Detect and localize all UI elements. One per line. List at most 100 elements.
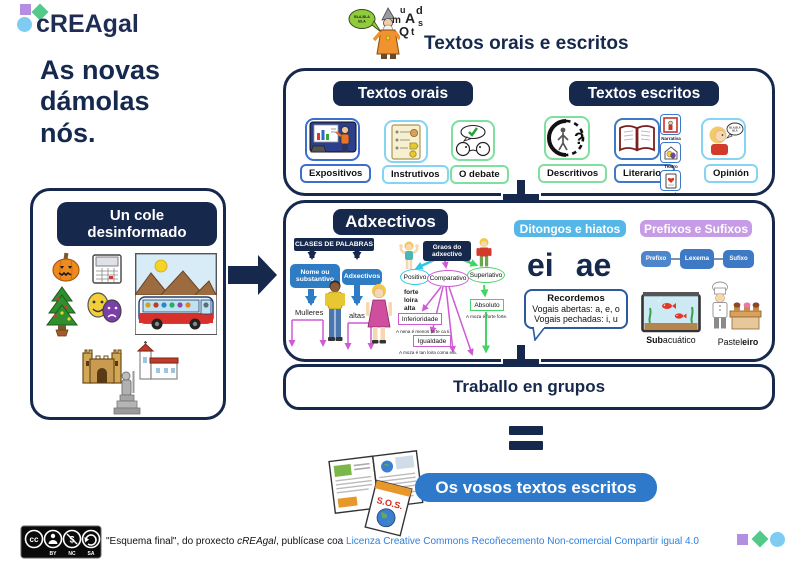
svg-text:cc: cc: [30, 535, 39, 544]
church-icon: [136, 341, 179, 380]
igualdade-box: Igualdade: [413, 335, 451, 347]
poesia-label: Poesía: [663, 192, 679, 197]
hiato-exemplo: ae: [575, 247, 612, 283]
floating-letter: u: [400, 5, 406, 15]
positivo-example: forte: [404, 289, 419, 296]
inferioridade-box: Inferioridade: [398, 313, 442, 325]
poesia-mini-card: [660, 170, 681, 191]
cc-nc-label: NC: [68, 551, 76, 557]
clases-title: CLASES DE PALABRAS: [294, 238, 374, 251]
presentation-icon: [309, 121, 356, 153]
recordemos-title: Recordemos: [547, 293, 605, 304]
literarios-card: [614, 118, 660, 160]
footer-square-icon: [737, 534, 748, 545]
clases-example-mulleres: Mulleres: [295, 308, 324, 317]
license-quote: "Esquema final", do proxecto: [106, 536, 238, 547]
igualdade-frase: A moza é tan loira coma ela.: [399, 350, 457, 355]
opinion-card: BLA,BLA BLA: [701, 118, 746, 160]
ditongo-exemplo: ei: [527, 247, 554, 283]
textos-escritos-header: Textos escritos: [569, 81, 719, 106]
pasteleiro-label: Pasteleiro: [710, 337, 766, 347]
absoluto-frase: A moza é forte forte.: [466, 314, 508, 319]
traballo-box: Traballo en grupos: [283, 364, 775, 410]
muscle-woman-icon: [399, 241, 419, 269]
teatro-label: Teatro: [664, 164, 678, 169]
logo-circle-icon: [17, 17, 32, 32]
bubble-tail: [532, 327, 546, 341]
calendar-icon: [92, 254, 122, 284]
flow-arrow-icon: [228, 255, 277, 295]
floating-letter: m: [392, 15, 401, 26]
graos-title: Graos do adxectivo: [423, 241, 471, 261]
cole-box: Un cole desinformado: [30, 188, 226, 420]
creagal-logo: cREAgal: [16, 2, 156, 40]
inferioridade-frase: A nena é menos forte ca ti.: [396, 329, 451, 334]
license-link[interactable]: Licenza Creative Commons Recoñecemento N…: [346, 536, 699, 547]
checklist-icon: [391, 123, 421, 160]
grao-superlativo: Superlativo: [467, 267, 505, 283]
subacuatico-label: Subacuático: [635, 335, 707, 345]
svg-text:?: ?: [574, 129, 584, 148]
expositivos-card: [305, 118, 360, 161]
subacuatico-prefix: Sub: [646, 335, 663, 345]
newspaper-icon: S.O.S.: [328, 450, 424, 537]
absoluto-box: Absoluto: [470, 299, 504, 311]
narrativa-label: Narrativa: [661, 136, 681, 141]
sos-magazine-icon: S.O.S.: [364, 479, 413, 537]
textos-orais-header: Textos orais: [333, 81, 473, 106]
narrativa-icon: [663, 116, 678, 133]
morfema-lexema: Lexema: [680, 249, 714, 269]
opinion-speech-line1: BLA,BLA: [729, 126, 741, 130]
logo-square-icon: [20, 4, 31, 15]
teatro-icon: [664, 145, 677, 159]
clases-node-adxectivos: Adxectivos: [342, 269, 382, 285]
prefixos-header: Prefixos e Sufixos: [640, 220, 752, 237]
traballo-label: Traballo en grupos: [452, 377, 606, 396]
license-middle: , publícase coa: [275, 536, 347, 547]
cc-by-label: BY: [50, 551, 58, 557]
ditongos-header: Ditongos e hiatos: [514, 220, 626, 237]
clases-example-altas: altas: [349, 311, 365, 320]
wizard-group: BLA,BLA BLA u A d m s Q t: [348, 2, 430, 64]
man-icon: [325, 280, 345, 341]
pasteleiro-rest: Pastel: [717, 337, 743, 347]
wizard-speech-line1: BLA,BLA: [354, 15, 370, 19]
wizard-speech-line2: BLA: [358, 20, 366, 24]
adxectivos-header: Adxectivos: [333, 209, 448, 235]
open-book-icon: [619, 125, 655, 152]
theater-masks-icon: [87, 292, 122, 323]
opinion-speech-line2: BLA: [732, 129, 737, 133]
license-text: "Esquema final", do proxecto cREAgal, pu…: [106, 536, 699, 547]
poesia-icon: [665, 173, 676, 188]
positivo-example: loira: [404, 297, 418, 305]
positivo-examples: forte loira alta: [404, 289, 418, 313]
logo-text: cREAgal: [36, 10, 139, 38]
debate-icon: [455, 124, 491, 156]
subacuatico-rest: acuático: [662, 335, 696, 345]
baker-icon: [712, 281, 762, 330]
grao-positivo: Positivo: [400, 269, 430, 285]
equals-icon: [509, 426, 543, 450]
narrativa-mini-card: [660, 114, 681, 135]
woman-icon: [366, 284, 392, 344]
statue-icon: [113, 371, 141, 415]
pumpkin-icon: [52, 252, 80, 282]
debate-card: [451, 120, 495, 161]
grao-comparativo: Comparativo: [427, 270, 469, 287]
floating-letter: t: [411, 27, 415, 38]
textos-box: Textos orais Textos escritos Expositivos: [283, 68, 775, 197]
opinion-icon: BLA,BLA BLA: [709, 122, 743, 155]
descritivos-label: Descritivos: [538, 164, 608, 183]
contidos-box: Adxectivos CLASES DE PALABRAS Nome ou su…: [283, 200, 775, 362]
teatro-mini-card: [660, 142, 681, 163]
floating-letter: Q: [399, 24, 410, 39]
debate-label: O debate: [450, 165, 509, 184]
girl-icon: [476, 238, 492, 267]
wizard-icon: BLA,BLA BLA: [348, 7, 400, 59]
recordemos-bubble: Recordemos Vogais abertas: a, e, o Vogai…: [524, 289, 628, 329]
aquarium-icon: [641, 292, 701, 333]
headline: As novas dámolas nós.: [40, 55, 161, 148]
recordemos-line1: Vogais abertas: a, e, o: [532, 304, 620, 314]
